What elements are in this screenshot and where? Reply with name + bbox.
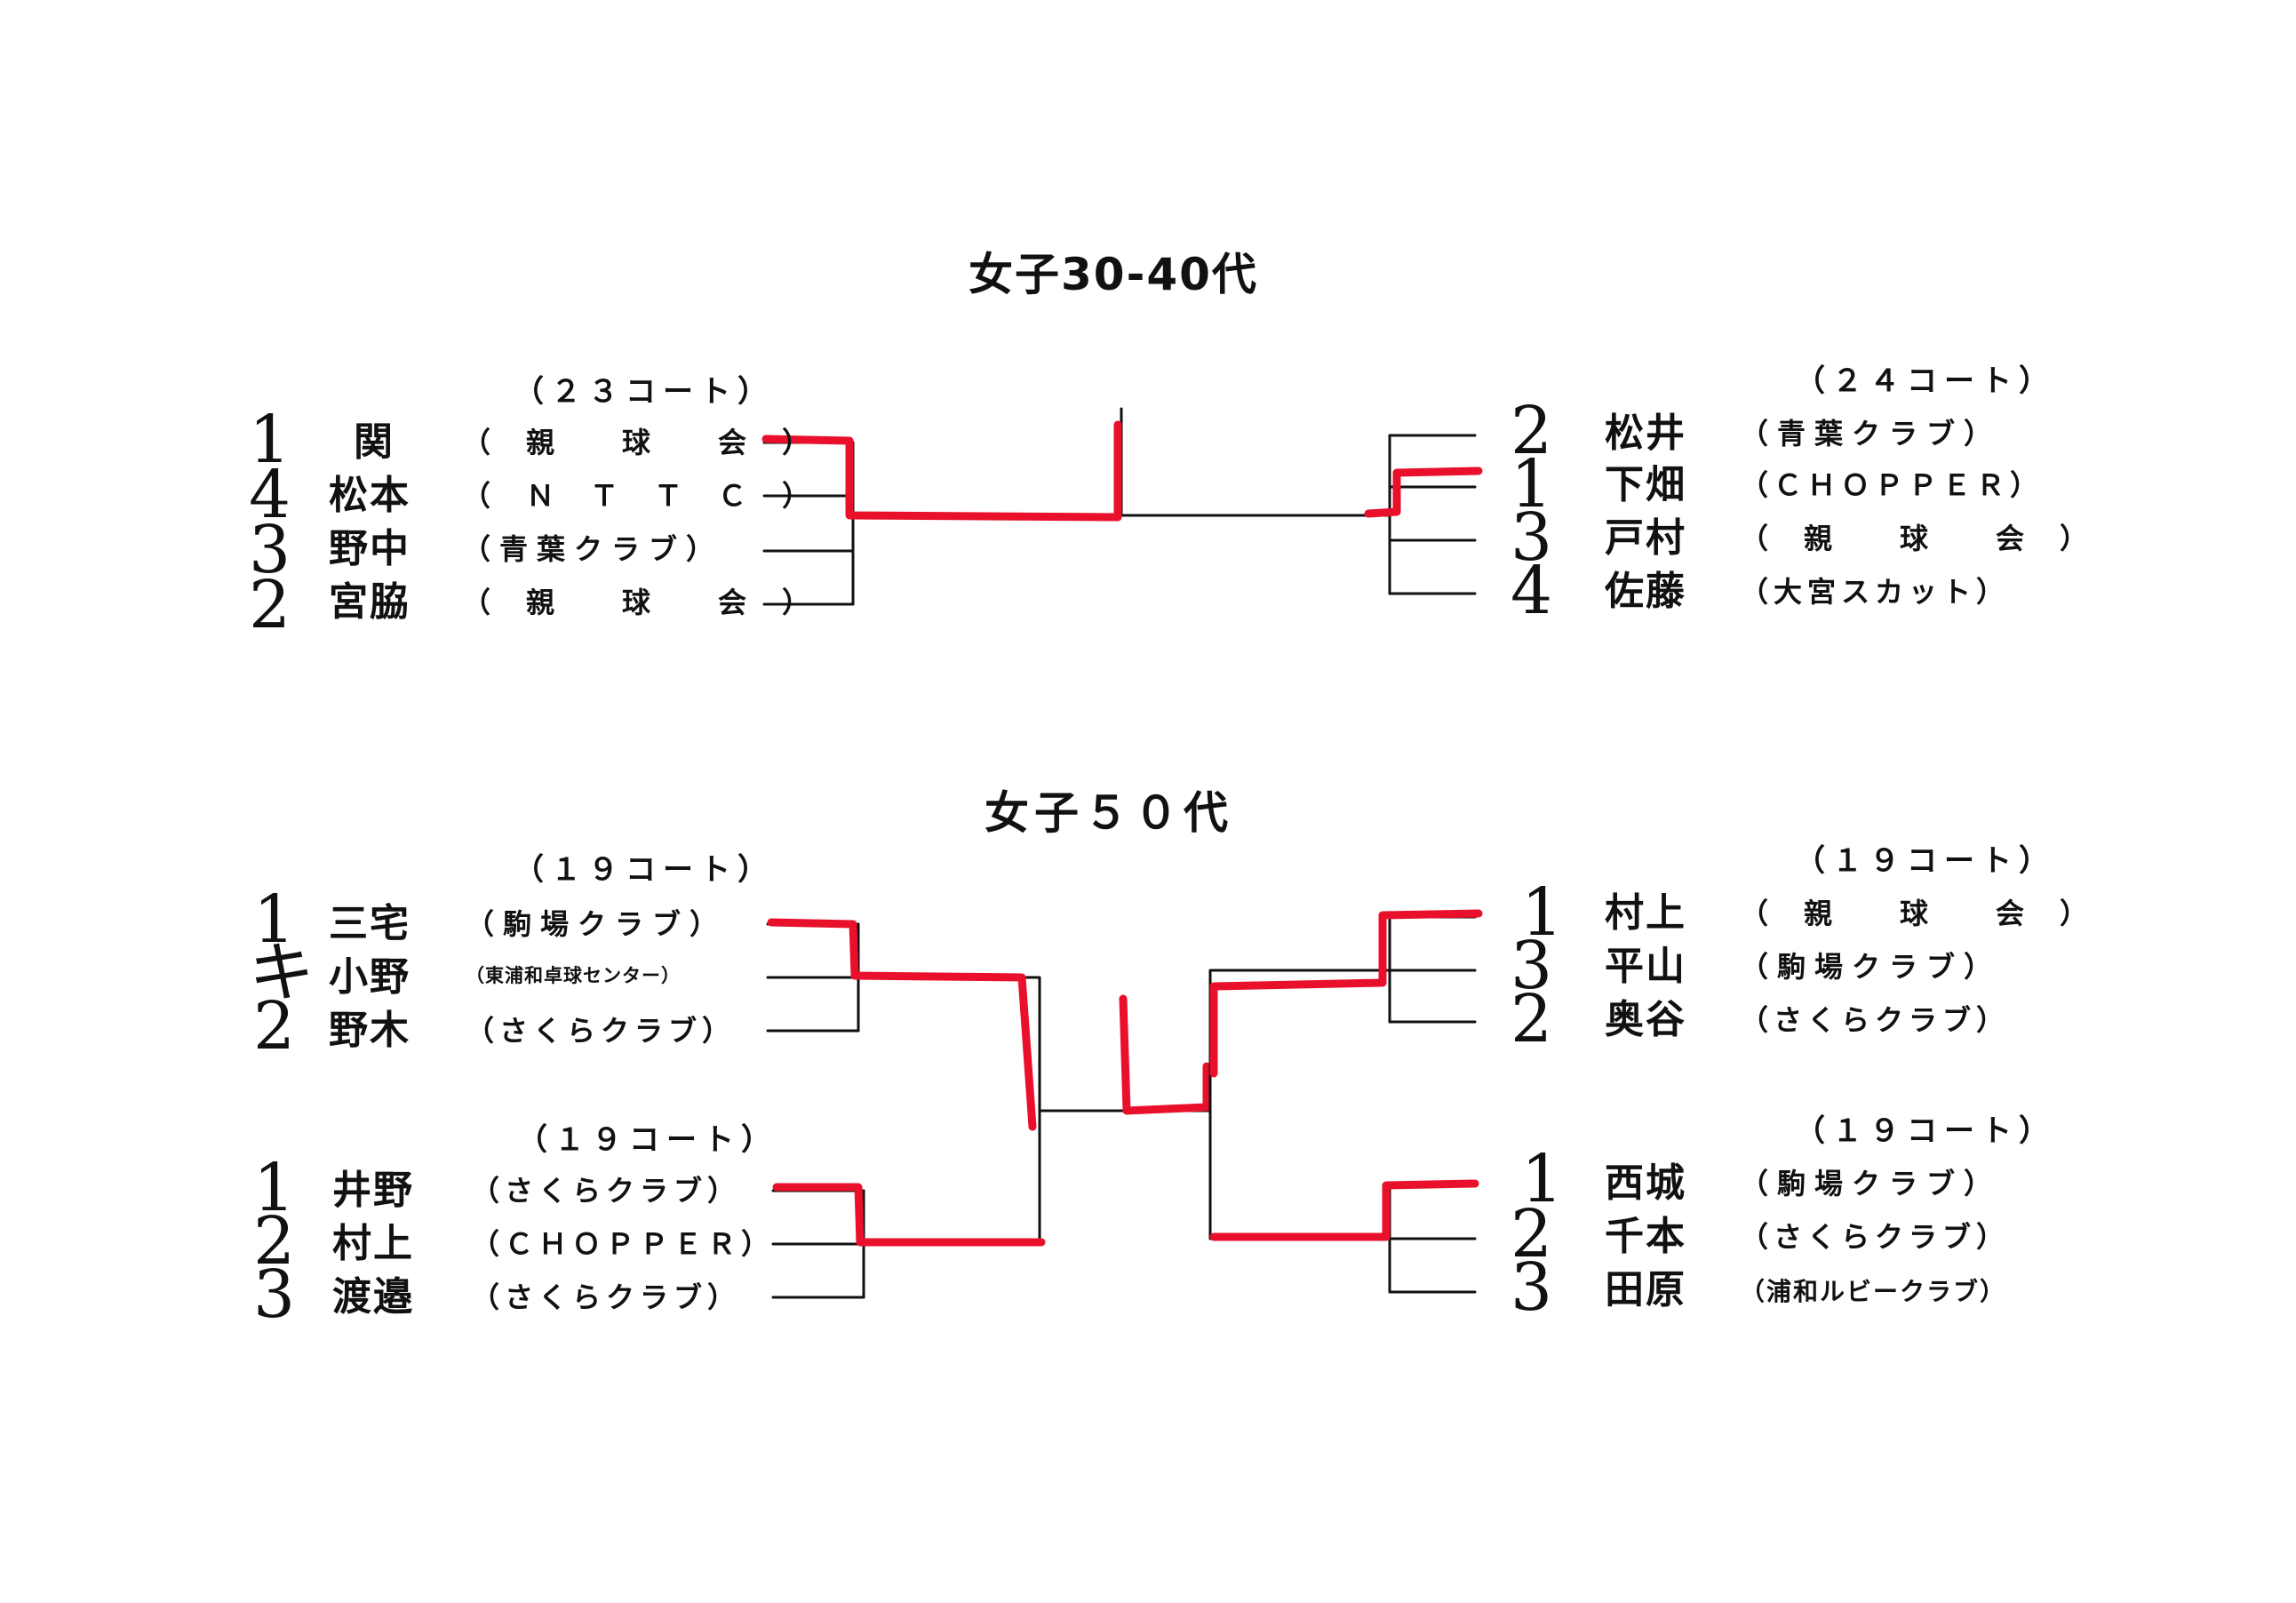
- player-club: （駒場クラブ）: [466, 907, 728, 941]
- winner-path: [761, 420, 1122, 522]
- rank-mark: 2: [1511, 393, 1553, 469]
- player-name: 千本: [1605, 1214, 1686, 1259]
- court-label: （１９コート）: [1795, 1113, 2056, 1149]
- court-label: （２４コート）: [1795, 363, 2056, 399]
- rank-mark: 1: [253, 881, 296, 958]
- player-club: （さくらクラブ）: [471, 1174, 742, 1208]
- player-club: （ 親 球 会 ）: [1740, 897, 2093, 930]
- player-club: （大宮スカット）: [1740, 575, 2011, 609]
- player-name: 戸村: [1605, 515, 1686, 561]
- rank-mark: 3: [249, 512, 291, 588]
- player-name: 野中: [329, 526, 411, 571]
- rank-mark: 1: [253, 1150, 296, 1226]
- player-name: 松本: [329, 473, 411, 518]
- player-club: （青葉クラブ）: [1740, 417, 2002, 451]
- player-name: 村上: [1605, 890, 1686, 936]
- player-name: 村上: [332, 1221, 414, 1266]
- player-name: 下畑: [1605, 462, 1686, 507]
- player-name: 奥谷: [1605, 997, 1686, 1042]
- player-name: 西城: [1605, 1160, 1686, 1206]
- section-title-50: 女子５０代: [985, 787, 1233, 839]
- rank-mark: 3: [1511, 499, 1553, 576]
- player-name: 野木: [329, 1008, 411, 1053]
- player-name: 渡邉: [332, 1274, 414, 1320]
- player-club: （さくらクラブ）: [471, 1280, 742, 1314]
- winner-path: [1209, 1179, 1479, 1241]
- player-club: （ 親 球 会 ）: [1740, 522, 2093, 555]
- bracket-line: [1208, 1109, 1391, 1240]
- rank-mark: 2: [1511, 981, 1553, 1057]
- player-club: （東浦和卓球センター）: [466, 965, 681, 986]
- bracket-line: [857, 976, 1041, 1113]
- player-club: （ＣＨＯＰＰＥＲ）: [471, 1227, 776, 1261]
- player-club: （さくらクラブ）: [466, 1014, 737, 1048]
- rank-mark: 3: [1511, 1249, 1553, 1326]
- rank-mark: 1: [249, 402, 291, 478]
- rank-mark: 4: [1511, 553, 1553, 629]
- player-name: 小野: [329, 954, 411, 1000]
- court-label: （１９コート）: [514, 852, 775, 888]
- winner-path: [1364, 467, 1483, 518]
- rank-mark: 1: [1521, 874, 1564, 951]
- player-name: 平山: [1605, 944, 1686, 989]
- rank-mark: 2: [253, 1203, 296, 1280]
- section-title-30-40: 女子30-40代: [969, 249, 1258, 300]
- player-club: （ＣＨＯＰＰＥＲ）: [1740, 468, 2045, 502]
- rank-mark: 1: [1521, 1141, 1564, 1217]
- player-club: （駒場クラブ）: [1740, 1167, 2002, 1200]
- rank-mark: 2: [1511, 1196, 1553, 1272]
- winner-path: [1209, 909, 1483, 1078]
- rank-mark: 2: [253, 988, 296, 1065]
- court-label: （１９コート）: [517, 1122, 778, 1158]
- rank-mark: 4: [249, 457, 291, 533]
- player-name: 田原: [1605, 1267, 1686, 1312]
- player-club: （ 親 球 会 ）: [462, 586, 815, 619]
- winner-path: [772, 1183, 1046, 1247]
- player-club: （ Ｎ Ｔ Ｔ Ｃ ）: [462, 479, 815, 513]
- player-club: （ 親 球 会 ）: [462, 426, 815, 459]
- player-club: （駒場クラブ）: [1740, 950, 2002, 984]
- player-club: （浦和ルビークラブ）: [1740, 1277, 2007, 1306]
- winner-path: [767, 918, 1037, 1131]
- player-club: （さくらクラブ）: [1740, 1003, 2011, 1037]
- rank-mark: 3: [1511, 928, 1553, 1004]
- rank-mark: 2: [249, 567, 291, 643]
- rank-mark: 1: [1511, 446, 1553, 522]
- player-name: 佐藤: [1605, 569, 1686, 614]
- rank-mark: キ: [249, 935, 315, 1011]
- rank-mark: 3: [253, 1256, 296, 1333]
- player-name: 三宅: [329, 901, 411, 946]
- court-label: （１９コート）: [1795, 843, 2056, 879]
- winner-path: [1119, 994, 1211, 1115]
- bracket-line: [862, 1109, 1041, 1246]
- player-name: 宮脇: [329, 579, 411, 625]
- player-club: （青葉クラブ）: [462, 532, 724, 566]
- player-name: 松井: [1605, 411, 1686, 456]
- player-name: 関: [354, 419, 395, 465]
- player-club: （さくらクラブ）: [1740, 1220, 2011, 1254]
- bracket-line: [1208, 969, 1391, 1113]
- court-label: （２３コート）: [514, 374, 775, 410]
- player-name: 井野: [332, 1168, 414, 1213]
